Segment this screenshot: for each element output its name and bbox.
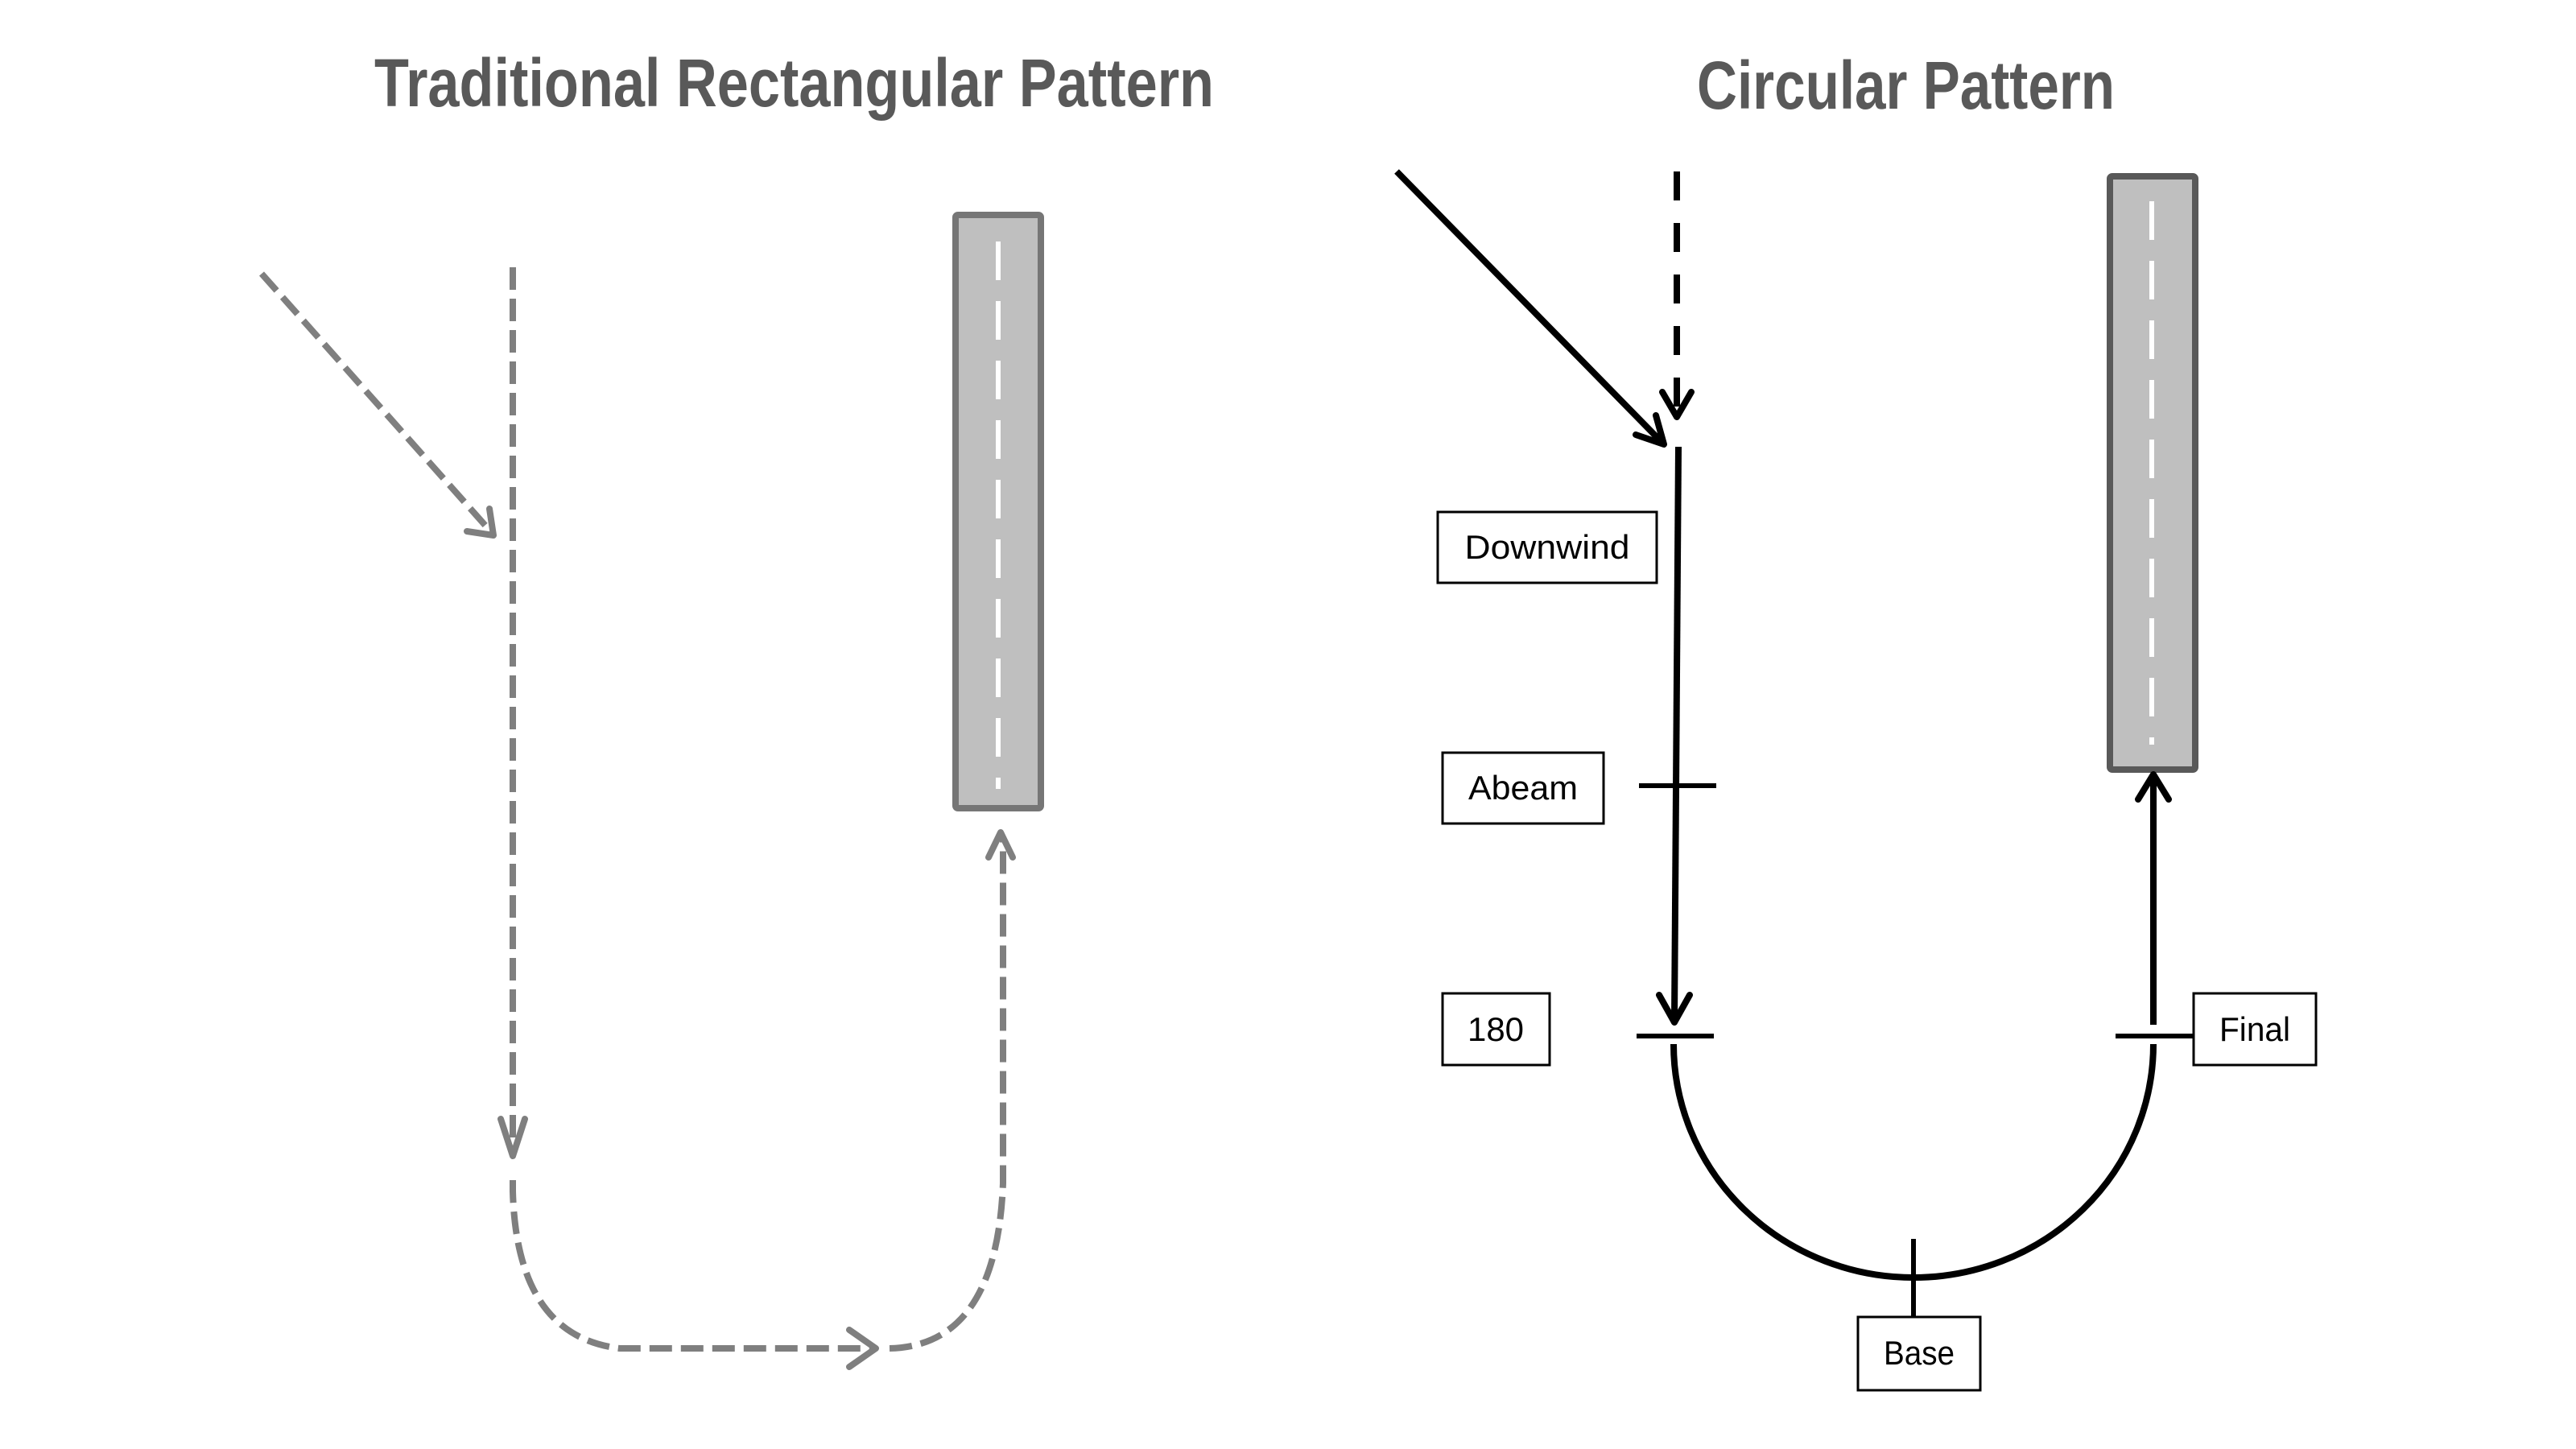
- arrowhead-icon: [1659, 389, 1695, 420]
- circular-overhead-arrow: [1659, 171, 1695, 420]
- arrowhead-icon: [985, 829, 1016, 861]
- label-downwind: Downwind: [1436, 510, 1658, 584]
- circular-entry-arrow: [1394, 169, 1667, 448]
- arrowhead-icon: [2135, 771, 2172, 803]
- label-final: Final: [2192, 992, 2318, 1067]
- circular-runway: [2107, 173, 2198, 773]
- label-text: Abeam: [1468, 769, 1578, 807]
- traditional-final-leg: [889, 829, 1016, 1352]
- downwind-line: [1671, 446, 1682, 1020]
- label-text: Downwind: [1465, 528, 1630, 566]
- arrowhead-icon: [1656, 992, 1693, 1026]
- arrowhead-icon: [497, 1116, 528, 1159]
- circular-pattern-panel: Circular Pattern: [1394, 47, 2318, 1392]
- traditional-base-leg: [510, 1180, 879, 1370]
- circular-downwind-leg: [1656, 446, 1693, 1026]
- traditional-runway: [952, 212, 1044, 811]
- label-box: [2192, 992, 2318, 1067]
- arrowhead-icon: [464, 506, 497, 539]
- label-box: [1856, 1315, 1982, 1392]
- label-base: Base: [1856, 1315, 1982, 1392]
- circular-final-leg: [2135, 771, 2172, 1025]
- base-turn-path: [510, 1180, 873, 1352]
- circular-pattern-title: Circular Pattern: [1697, 47, 2115, 123]
- label-180: 180: [1441, 992, 1551, 1067]
- label-box: [1436, 510, 1658, 584]
- traditional-downwind-leg: [497, 267, 528, 1159]
- arrowhead-icon: [1633, 412, 1667, 448]
- label-abeam: Abeam: [1441, 751, 1605, 825]
- label-text: Base: [1884, 1334, 1955, 1372]
- label-box: [1441, 751, 1605, 825]
- circular-turn-arc: [1670, 1043, 2157, 1281]
- traditional-entry-arrow: [259, 271, 497, 539]
- label-text: Final: [2219, 1010, 2290, 1048]
- label-box: [1441, 992, 1551, 1067]
- final-turn-path: [889, 837, 1006, 1352]
- arrowhead-icon: [846, 1327, 879, 1370]
- traditional-pattern-panel: Traditional Rectangular Pattern: [259, 45, 1214, 1370]
- entry-line: [259, 271, 495, 536]
- label-text: 180: [1468, 1010, 1524, 1048]
- traditional-pattern-title: Traditional Rectangular Pattern: [374, 45, 1214, 121]
- entry-line: [1394, 169, 1664, 444]
